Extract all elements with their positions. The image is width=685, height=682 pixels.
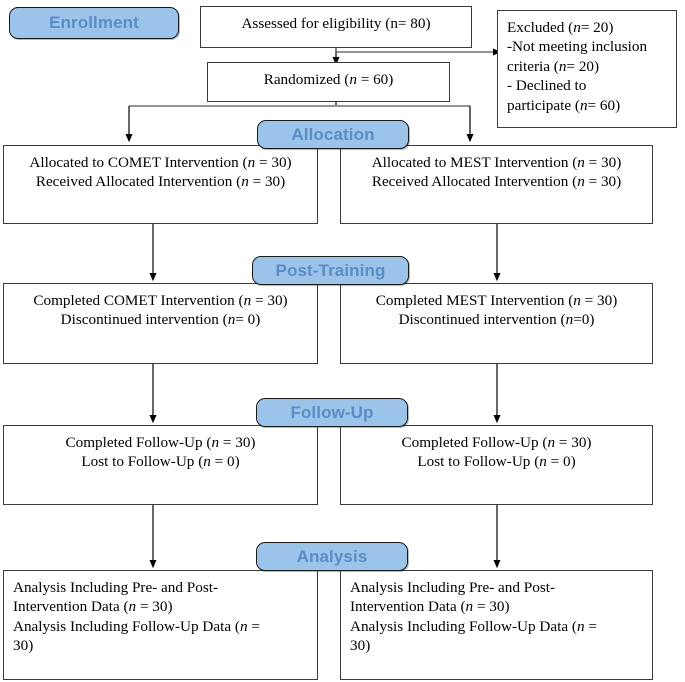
stage-label-allocation: Allocation [291,124,375,144]
stage-label-enrollment: Enrollment [49,13,139,32]
excluded-line-3: criteria (n= 20) [507,57,600,75]
analysis-left-line-4: 30) [13,637,34,655]
box-randomized: Randomized (n = 60) [207,62,450,102]
box-assessed-for-eligibility: Assessed for eligibility (n= 80) [200,6,472,48]
stage-label-post-training: Post-Training [275,260,386,280]
box-follow-up-comet: Completed Follow-Up (n = 30) Lost to Fol… [3,425,318,505]
stage-badge-allocation: Allocation [257,120,409,149]
post-right-line-1: Completed MEST Intervention (n = 30) [375,292,618,309]
box-follow-up-mest: Completed Follow-Up (n = 30) Lost to Fol… [340,425,653,505]
box-completed-comet: Completed COMET Intervention (n = 30) Di… [3,283,318,364]
analysis-right-line-3: Analysis Including Follow-Up Data (n = [350,617,597,635]
alloc-left-line-2: Received Allocated Intervention (n = 30) [35,173,286,191]
alloc-right-line-1: Allocated to MEST Intervention (n = 30) [371,154,622,171]
alloc-right-line-2: Received Allocated Intervention (n = 30) [371,173,622,191]
post-left-line-2: Discontinued intervention (n= 0) [60,311,261,329]
stage-label-analysis: Analysis [296,546,368,566]
excluded-line-5: participate (n= 60) [507,96,621,114]
box-analysis-comet: Analysis Including Pre- and Post- Interv… [3,570,318,680]
alloc-left-line-1: Allocated to COMET Intervention (n = 30) [29,154,292,171]
analysis-right-line-1: Analysis Including Pre- and Post- [350,579,556,596]
post-right-line-2: Discontinued intervention (n=0) [398,311,595,329]
stage-badge-follow-up: Follow-Up [256,398,408,427]
assessed-line-1: Assessed for eligibility (n= 80) [241,15,431,32]
analysis-left-line-1: Analysis Including Pre- and Post- [13,579,219,596]
box-completed-mest: Completed MEST Intervention (n = 30) Dis… [340,283,653,364]
analysis-right-line-4: 30) [350,637,371,655]
excluded-line-1: Excluded (n= 20) [507,19,614,36]
follow-left-line-2: Lost to Follow-Up (n = 0) [81,453,240,471]
analysis-left-line-2: Intervention Data (n = 30) [13,598,173,616]
post-left-line-1: Completed COMET Intervention (n = 30) [33,292,288,309]
excluded-line-2: -Not meeting inclusion [507,38,648,56]
box-analysis-mest: Analysis Including Pre- and Post- Interv… [340,570,653,680]
box-allocated-mest: Allocated to MEST Intervention (n = 30) … [340,145,653,224]
follow-right-line-2: Lost to Follow-Up (n = 0) [417,453,576,471]
analysis-left-line-3: Analysis Including Follow-Up Data (n = [13,617,260,635]
follow-left-line-1: Completed Follow-Up (n = 30) [65,434,256,451]
follow-right-line-1: Completed Follow-Up (n = 30) [401,434,592,451]
randomized-line-1: Randomized (n = 60) [263,71,394,88]
box-excluded: Excluded (n= 20) -Not meeting inclusion … [497,10,677,128]
stage-badge-post-training: Post-Training [252,256,409,285]
box-allocated-comet: Allocated to COMET Intervention (n = 30)… [3,145,318,224]
stage-label-follow-up: Follow-Up [290,402,374,422]
excluded-line-4: - Declined to [507,77,587,95]
analysis-right-line-2: Intervention Data (n = 30) [350,598,510,616]
stage-badge-analysis: Analysis [256,542,408,571]
stage-badge-enrollment: Enrollment [9,7,179,39]
